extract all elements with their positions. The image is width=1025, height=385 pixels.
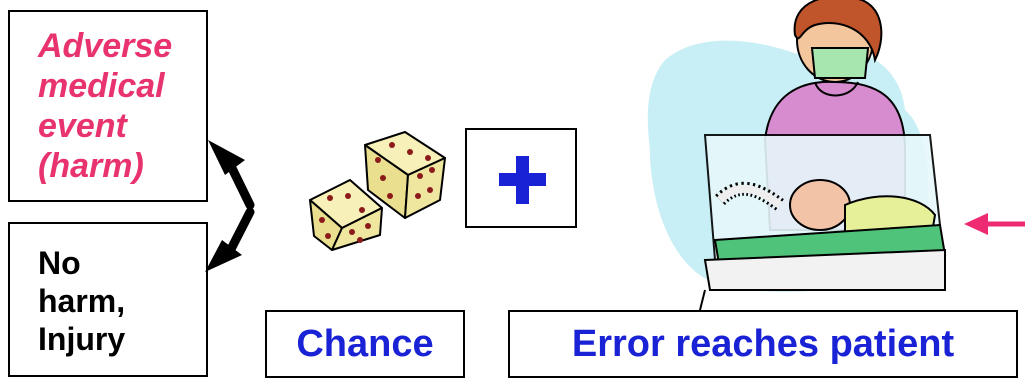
arrow-down-head	[205, 240, 242, 272]
plus-icon	[499, 156, 546, 204]
adverse-line-3: event	[38, 107, 127, 145]
chance-label: Chance	[265, 310, 465, 378]
adverse-line-1: Adverse	[38, 27, 173, 65]
dice-pips	[319, 142, 435, 243]
no-harm-line-1: No	[38, 245, 81, 281]
branch-arrows	[205, 140, 255, 272]
adverse-line-4: (harm)	[38, 147, 144, 185]
adverse-line-2: medical	[38, 67, 165, 105]
adverse-event-box: Adverse medical event (harm)	[8, 10, 208, 202]
no-harm-line-2: harm,	[38, 283, 126, 319]
error-reaches-patient-label: Error reaches patient	[508, 310, 1018, 378]
arrow-up-head	[208, 140, 245, 175]
plus-box	[465, 128, 577, 228]
nurse-infant-clipart	[647, 0, 947, 311]
no-harm-line-3: Injury	[38, 321, 126, 357]
no-harm-box: No harm, Injury	[8, 222, 208, 377]
arrow-left-icon	[964, 213, 1025, 235]
dice-icon	[309, 131, 446, 251]
